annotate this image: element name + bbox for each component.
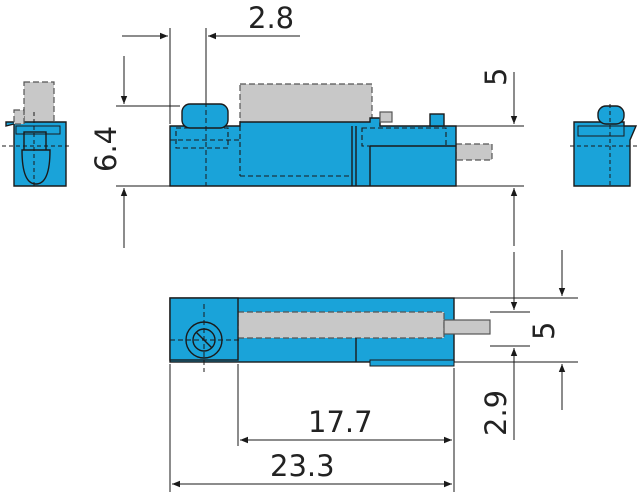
dimension-lines — [116, 28, 578, 492]
right-end-view — [570, 104, 638, 187]
dim-label-5-side: 5 — [479, 68, 513, 86]
dim-label-23-3: 23.3 — [270, 449, 335, 483]
dim-label-17-7: 17.7 — [308, 405, 373, 439]
dim-label-6-4: 6.4 — [89, 126, 123, 172]
top-view — [169, 297, 491, 372]
side-view — [169, 83, 493, 187]
dim-label-2-8: 2.8 — [248, 1, 294, 35]
left-end-view — [2, 81, 70, 187]
dim-label-2-9: 2.9 — [479, 390, 513, 436]
dim-label-5-top: 5 — [527, 322, 561, 340]
